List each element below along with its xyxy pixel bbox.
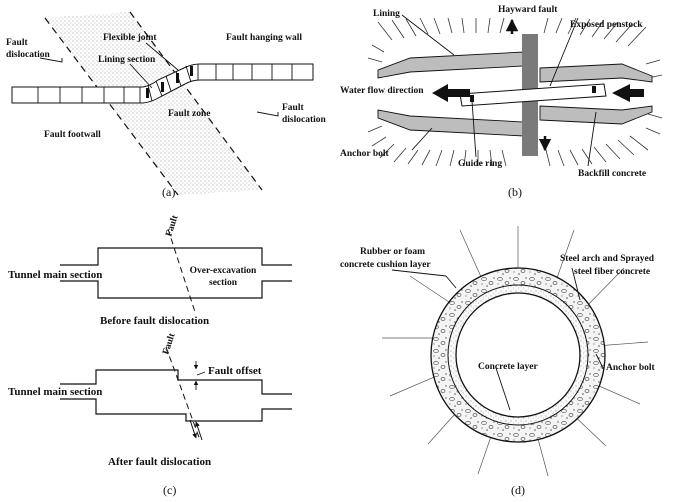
anchor-bolt-leader xyxy=(411,127,433,151)
cushion-layer-leader-2 xyxy=(445,275,457,289)
fault-dislocation-arrow-left xyxy=(39,57,63,63)
panel-b: Lining Hayward fault Exposed penstock Wa… xyxy=(340,5,663,199)
label-fault-offset: Fault offset xyxy=(208,365,262,377)
label-backfill-concrete: Backfill concrete xyxy=(578,169,646,179)
guide-rings xyxy=(470,86,596,102)
guide-ring-leader xyxy=(471,100,477,158)
concrete-layer-leader xyxy=(495,367,511,411)
label-fault-bottom: Fault xyxy=(161,331,177,355)
label-tunnel-main-section-top: Tunnel main section xyxy=(8,269,102,281)
surrounding-rock-strokes xyxy=(367,17,663,167)
fault-dislocation-arrow-right xyxy=(256,111,279,117)
caption-b: (b) xyxy=(508,185,522,199)
label-fault-zone: Fault zone xyxy=(168,109,210,119)
tunnel-before-lower xyxy=(60,280,292,299)
tunnel-before-upper xyxy=(60,247,292,266)
label-guide-ring: Guide ring xyxy=(458,159,502,169)
caption-c: (c) xyxy=(163,483,176,497)
label-concrete-layer: Concrete layer xyxy=(478,362,538,372)
backfill-concrete-leader xyxy=(587,111,597,167)
label-flexible-joint: Flexible joint xyxy=(103,33,157,43)
label-water-flow-direction: Water flow direction xyxy=(340,86,424,96)
label-fault-hanging-wall: Fault hanging wall xyxy=(226,33,302,43)
label-lining: Lining xyxy=(373,9,400,19)
exposed-penstock xyxy=(459,83,607,107)
fault-zone xyxy=(45,12,262,195)
label-tunnel-main-section-bottom: Tunnel main section xyxy=(8,386,102,398)
lining-left-upper xyxy=(377,51,525,79)
label-after-fault-dislocation: After fault dislocation xyxy=(108,456,211,468)
label-anchor-bolt: Anchor bolt xyxy=(340,149,389,159)
fault-boundary-left xyxy=(44,17,179,196)
lining-section-leader xyxy=(129,63,153,89)
water-flow-arrow-left xyxy=(432,84,470,102)
cushion-layer-leader xyxy=(391,269,447,277)
exposed-penstock-leader xyxy=(549,17,579,87)
dislocation-arrows-after xyxy=(189,419,203,441)
flexible-joint-marks xyxy=(146,66,193,98)
water-flow-arrow-right xyxy=(612,84,644,102)
label-exposed-penstock: Exposed penstock xyxy=(570,20,643,30)
flexible-joint-leader xyxy=(145,42,179,71)
lining-segment-joints xyxy=(37,64,293,103)
tunnel-after-upper xyxy=(60,369,292,395)
tunnel-after-lower xyxy=(60,398,292,422)
fault-offset-leader xyxy=(196,371,206,376)
label-anchor-bolt-d: Anchor bolt xyxy=(606,363,655,373)
label-fault-top: Fault xyxy=(164,213,180,237)
steel-arch-leader xyxy=(571,267,581,301)
panel-c: Fault Tunnel main section Over-excavatio… xyxy=(8,213,292,497)
lining-right-upper xyxy=(539,63,653,83)
caption-a: (a) xyxy=(162,185,175,199)
label-before-fault-dislocation: Before fault dislocation xyxy=(100,315,209,327)
label-fault-footwall: Fault footwall xyxy=(44,130,101,140)
anchor-bolt-d-leader xyxy=(595,353,605,371)
lining-leader xyxy=(401,14,455,56)
fault-line-after xyxy=(165,346,201,441)
fault-boundary-right xyxy=(129,11,263,191)
concrete-layer-inner xyxy=(455,292,581,418)
label-lining-section: Lining section xyxy=(98,55,156,65)
lining-left-lower xyxy=(377,109,525,137)
label-hayward-fault: Hayward fault xyxy=(498,5,558,15)
fault-line-before xyxy=(167,228,196,313)
caption-d: (d) xyxy=(511,483,525,497)
